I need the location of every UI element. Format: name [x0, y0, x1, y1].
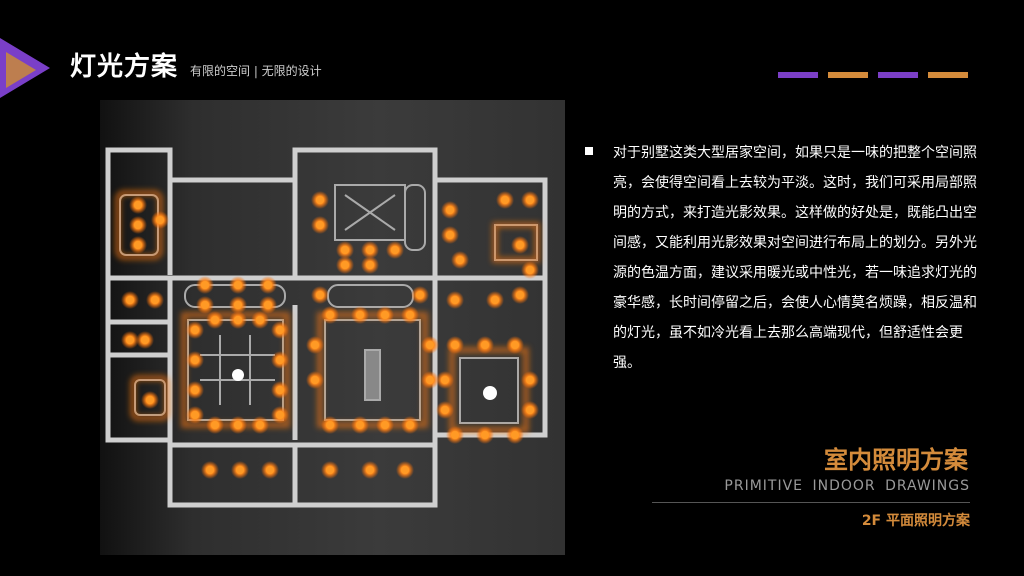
ceiling-light-core — [276, 411, 284, 419]
floor-plan-image — [100, 100, 565, 555]
ceiling-light-core — [526, 196, 534, 204]
ceiling-light-core — [526, 406, 534, 414]
ceiling-light-core — [341, 246, 349, 254]
ceiling-light-core — [234, 421, 242, 429]
ceiling-light-core — [526, 376, 534, 384]
ceiling-light-core — [146, 396, 154, 404]
section-english-heading: PRIMITIVE INDOOR DRAWINGS — [724, 478, 970, 494]
ceiling-light-core — [311, 341, 319, 349]
ceiling-light-core — [211, 316, 219, 324]
section-subheading: 2F 平面照明方案 — [861, 513, 970, 529]
ceiling-light-core — [451, 341, 459, 349]
ceiling-light-core — [526, 266, 534, 274]
ceiling-light-core — [141, 336, 149, 344]
ceiling-light-core — [381, 421, 389, 429]
ceiling-light-core — [256, 421, 264, 429]
divider — [652, 502, 970, 503]
accent-bar — [878, 72, 918, 78]
ceiling-light-core — [451, 431, 459, 439]
ceiling-light-core — [451, 296, 459, 304]
ceiling-light-core — [191, 356, 199, 364]
description-block: 对于别墅这类大型居家空间，如果只是一味的把整个空间照亮，会使得空间看上去较为平淡… — [585, 138, 980, 378]
accent-bar — [928, 72, 968, 78]
header-arrow-accent — [6, 52, 36, 88]
ceiling-light-core — [441, 406, 449, 414]
ceiling-light-core — [276, 386, 284, 394]
ceiling-light-core — [446, 231, 454, 239]
ceiling-light-core — [191, 411, 199, 419]
ceiling-light-core — [491, 296, 499, 304]
ceiling-light-core — [501, 196, 509, 204]
ceiling-light-core — [326, 421, 334, 429]
ceiling-light-core — [366, 246, 374, 254]
ceiling-light-core — [156, 216, 164, 224]
ceiling-light-core — [481, 341, 489, 349]
section-heading: 室内照明方案 — [824, 446, 968, 474]
ceiling-light-core — [426, 376, 434, 384]
ceiling-light-core — [511, 341, 519, 349]
bullet-icon — [585, 147, 593, 155]
ceiling-light-core — [381, 311, 389, 319]
accent-bar — [828, 72, 868, 78]
ceiling-light-core — [366, 261, 374, 269]
floor-plan-drawing — [105, 147, 548, 508]
ceiling-light-core — [316, 196, 324, 204]
ceiling-light-core — [311, 376, 319, 384]
ceiling-light-core — [191, 326, 199, 334]
ceiling-light-core — [201, 301, 209, 309]
ceiling-light-core — [266, 466, 274, 474]
ceiling-light-core — [264, 281, 272, 289]
page-title: 灯光方案 — [70, 52, 179, 82]
ceiling-light-core — [134, 221, 142, 229]
ceiling-light-core — [516, 241, 524, 249]
ceiling-light-core — [441, 376, 449, 384]
ceiling-light-core — [406, 421, 414, 429]
page-subtitle: 有限的空间 | 无限的设计 — [190, 64, 322, 78]
ceiling-light-core — [264, 301, 272, 309]
ceiling-light-core — [401, 466, 409, 474]
ceiling-light-core — [356, 311, 364, 319]
ceiling-light-core — [366, 466, 374, 474]
ceiling-light-core — [191, 386, 199, 394]
ceiling-light-core — [134, 201, 142, 209]
ceiling-light-core — [201, 281, 209, 289]
ceiling-light-core — [276, 356, 284, 364]
accent-bars — [778, 72, 968, 78]
ceiling-light-core — [134, 241, 142, 249]
ceiling-light-core — [446, 206, 454, 214]
ceiling-light-core — [234, 316, 242, 324]
accent-bar — [778, 72, 818, 78]
ceiling-light-core — [151, 296, 159, 304]
description-text: 对于别墅这类大型居家空间，如果只是一味的把整个空间照亮，会使得空间看上去较为平淡… — [613, 145, 977, 371]
ceiling-light-core — [234, 281, 242, 289]
ceiling-light-core — [511, 431, 519, 439]
ceiling-light-core — [356, 421, 364, 429]
ceiling-light-core — [326, 311, 334, 319]
ceiling-light-core — [516, 291, 524, 299]
ceiling-light-core — [481, 431, 489, 439]
ceiling-light-core — [236, 466, 244, 474]
ceiling-light-core — [126, 296, 134, 304]
ceiling-light-core — [234, 301, 242, 309]
ceiling-light-core — [391, 246, 399, 254]
ceiling-light-core — [426, 341, 434, 349]
ceiling-light-core — [341, 261, 349, 269]
ceiling-light-core — [211, 421, 219, 429]
ceiling-light-core — [316, 221, 324, 229]
ceiling-light-core — [206, 466, 214, 474]
ceiling-light-core — [276, 326, 284, 334]
ceiling-light-core — [316, 291, 324, 299]
ceiling-light-core — [406, 311, 414, 319]
ceiling-light-core — [326, 466, 334, 474]
ceiling-light-core — [256, 316, 264, 324]
ceiling-light-core — [416, 291, 424, 299]
ceiling-light-core — [456, 256, 464, 264]
ceiling-light-core — [126, 336, 134, 344]
